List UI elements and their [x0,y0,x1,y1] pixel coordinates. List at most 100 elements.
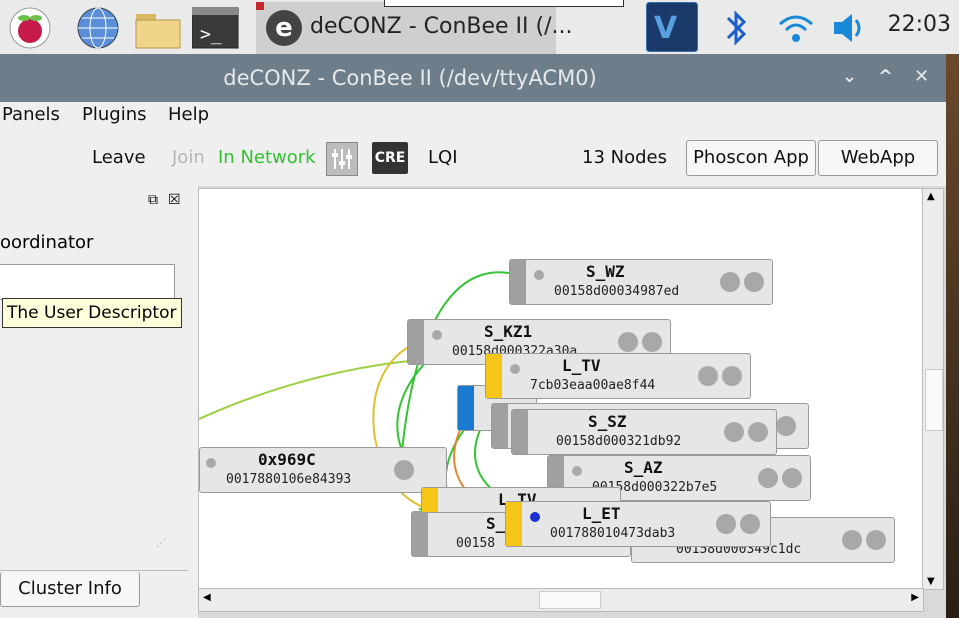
node-mac: 00158d000322b7e5 [592,480,718,495]
status-dot [572,466,582,476]
cre-button[interactable]: CRE [372,142,408,174]
node-mac: 7cb03eaa00ae8f44 [530,378,656,393]
volume-icon[interactable] [828,6,872,50]
panel-divider [0,570,188,571]
panel-close-button[interactable]: ☒ [168,192,181,208]
maximize-button[interactable]: ^ [878,66,894,87]
node-bar [486,354,502,398]
webapp-button[interactable]: WebApp [818,140,938,176]
lqi-button[interactable]: LQI [428,147,458,168]
node-bar [412,512,428,556]
status-dot [510,364,520,374]
minimize-button[interactable]: ⌄ [842,66,858,87]
endpoint-icon [722,366,742,386]
vertical-scrollbar[interactable]: ▲ ▼ [922,188,944,590]
endpoint-icon [720,272,740,292]
node-s-wz[interactable]: S_WZ 00158d00034987ed [509,259,773,305]
node-s-sz[interactable]: S_SZ 00158d000321db92 [511,409,777,455]
descriptor-input[interactable] [0,264,175,300]
scroll-left-icon[interactable]: ◀ [203,592,211,603]
endpoint-icon [716,514,736,534]
endpoint-icon [782,468,802,488]
node-name: L_ET [582,504,621,523]
window-titlebar[interactable]: deCONZ - ConBee II (/dev/ttyACM0) ⌄ ^ ✕ [0,54,946,102]
desktop-wallpaper [946,54,959,618]
node-0x969c[interactable]: 0x969C 0017880106e84393 [199,447,447,493]
menu-panels[interactable]: Panels [2,104,60,125]
bluetooth-icon[interactable] [716,6,760,50]
endpoint-icon [642,332,662,352]
taskbar: >_ e deCONZ - ConBee II (/... V 22:03 [0,0,959,54]
node-mac: 0017880106e84393 [226,472,352,487]
raspberry-icon[interactable] [8,6,52,50]
node-name: S_ [486,514,506,533]
endpoint-icon [866,530,886,550]
node-mac: 00158d000321db92 [556,434,682,449]
node-mac: 00158 [456,536,496,551]
wifi-icon[interactable] [774,6,818,50]
folder-icon[interactable] [134,6,181,50]
node-bar [506,502,522,546]
taskbar-app-title: deCONZ - ConBee II (/... [310,14,573,39]
node-name: S_AZ [624,458,663,477]
menu-help[interactable]: Help [168,104,210,125]
panel-float-button[interactable]: ⧉ [148,192,158,208]
horizontal-scrollbar[interactable]: ◀ ▶ [198,588,924,612]
deconz-icon: e [266,10,302,46]
svg-text:>_: >_ [200,24,222,45]
toolbar: Leave Join In Network CRE LQI 13 Nodes P… [0,130,946,186]
active-indicator [256,2,264,10]
svg-text:V: V [654,11,678,46]
menu-plugins[interactable]: Plugins [82,104,147,125]
close-button[interactable]: ✕ [914,66,930,87]
network-graph[interactable]: S_WZ 00158d00034987ed S_KZ1 00158d000322… [198,188,924,590]
globe-icon[interactable] [76,6,120,50]
endpoint-icon [748,422,768,442]
node-bar [512,410,528,454]
endpoint-icon [394,460,414,480]
endpoint-icon [698,366,718,386]
coordinator-label: oordinator [0,232,94,253]
scroll-up-icon[interactable]: ▲ [927,191,935,202]
node-mac: 00158d00034987ed [554,284,680,299]
leave-button[interactable]: Leave [92,147,146,168]
scroll-thumb[interactable] [925,369,943,431]
menubar: Panels Plugins Help [0,102,946,130]
clock: 22:03 [887,12,951,37]
resize-grip[interactable]: ⋰ [156,538,166,549]
node-l-et[interactable]: L_ET 001788010473dab3 [505,501,771,547]
scroll-down-icon[interactable]: ▼ [927,576,935,587]
endpoint-icon [842,530,862,550]
tooltip-fragment [384,0,624,7]
endpoint-icon [724,422,744,442]
terminal-icon[interactable]: >_ [191,6,239,50]
status-dot [530,512,540,522]
endpoint-icon [740,514,760,534]
network-status: In Network [218,147,316,168]
node-bar [458,386,474,430]
endpoint-icon [758,468,778,488]
join-button[interactable]: Join [172,147,205,168]
status-dot [432,330,442,340]
node-mac: 001788010473dab3 [550,526,676,541]
status-dot [206,458,216,468]
vnc-icon[interactable]: V [645,1,699,53]
node-name: S_WZ [586,262,625,281]
left-panel: ⧉ ☒ oordinator The User Descriptor ⋰ Clu… [0,186,198,618]
tooltip: The User Descriptor [2,298,182,328]
endpoint-icon [744,272,764,292]
window-title: deCONZ - ConBee II (/dev/ttyACM0) [223,66,597,90]
taskbar-app-deconz[interactable]: e deCONZ - ConBee II (/... [256,2,573,54]
scroll-thumb[interactable] [539,591,601,609]
endpoint-icon [618,332,638,352]
node-name: L_TV [562,356,601,375]
node-name: S_SZ [588,412,627,431]
phoscon-app-button[interactable]: Phoscon App [686,140,816,176]
node-l-tv[interactable]: L_TV 7cb03eaa00ae8f44 [485,353,751,399]
node-name: S_KZ1 [484,322,533,341]
cluster-info-tab[interactable]: Cluster Info [0,572,140,607]
node-name: 0x969C [258,450,316,469]
equalizer-icon[interactable] [326,142,358,176]
scroll-right-icon[interactable]: ▶ [911,592,919,603]
status-dot [534,270,544,280]
